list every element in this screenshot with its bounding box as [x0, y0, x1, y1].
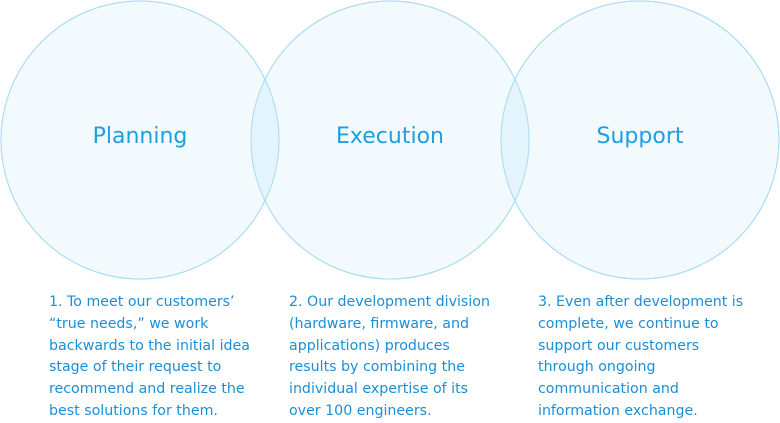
planning-description: 1. To meet our customers’ “true needs,” …	[49, 294, 250, 419]
planning-title: Planning	[93, 124, 188, 149]
support-circle-outline	[500, 0, 780, 280]
venn-diagram: Planning Execution Support	[0, 0, 780, 280]
execution-title: Execution	[336, 124, 444, 149]
planning-circle-outline	[0, 0, 280, 280]
support-title: Support	[597, 124, 684, 149]
execution-description: 2. Our development division (hardware, f…	[289, 294, 490, 419]
execution-circle-outline	[250, 0, 530, 280]
support-description: 3. Even after development is complete, w…	[538, 294, 744, 419]
